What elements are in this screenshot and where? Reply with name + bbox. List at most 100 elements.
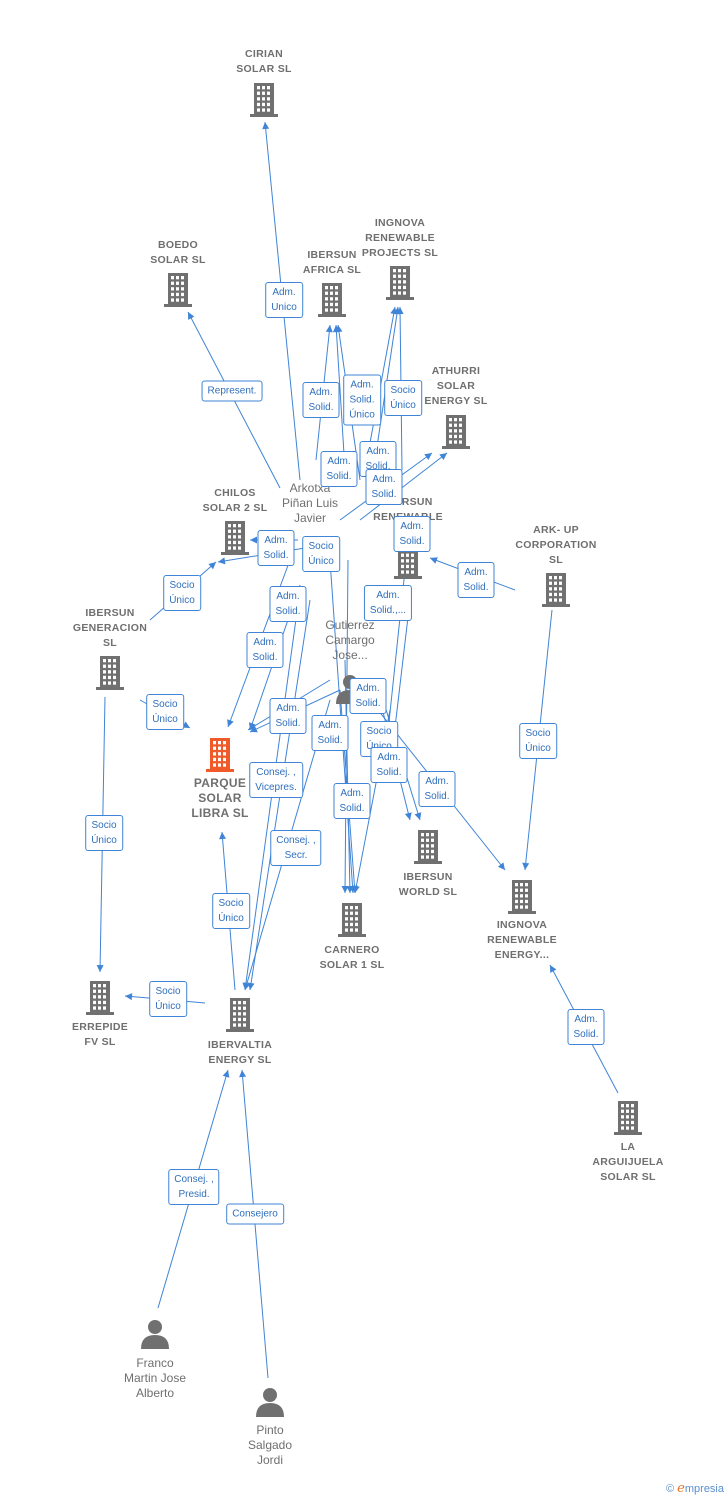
- edge-role-label[interactable]: Adm. Solid.: [269, 698, 307, 734]
- edge-role-label[interactable]: Consej. , Vicepres.: [249, 762, 303, 798]
- edge-arrowhead: [96, 964, 104, 972]
- edge-arrowhead: [247, 982, 255, 990]
- company-icon[interactable]: [250, 83, 278, 117]
- edge-role-label[interactable]: Adm. Solid.: [567, 1009, 605, 1045]
- edge-arrowhead: [439, 453, 447, 461]
- edge-arrowhead: [352, 885, 360, 893]
- edge-role-label[interactable]: Represent.: [201, 380, 263, 402]
- node-label-gutierrez[interactable]: Gutierrez Camargo Jose...: [325, 618, 375, 662]
- node-label-carnero[interactable]: CARNERO SOLAR 1 SL: [319, 944, 385, 971]
- edge-arrowhead: [239, 1070, 247, 1078]
- edge-role-label[interactable]: Adm. Solid.: [311, 715, 349, 751]
- edge-role-label[interactable]: Consej. , Presid.: [168, 1169, 220, 1205]
- company-icon[interactable]: [96, 656, 124, 690]
- edge-arrowhead: [227, 719, 234, 727]
- node-label-ibersun-world[interactable]: IBERSUN WORLD SL: [398, 871, 458, 898]
- nodes: [86, 83, 642, 1417]
- company-icon[interactable]: [542, 573, 570, 607]
- company-icon[interactable]: [508, 880, 536, 914]
- person-icon[interactable]: [141, 1320, 169, 1349]
- edge-line: [335, 324, 346, 471]
- edge-role-label[interactable]: Consejero: [226, 1203, 284, 1225]
- edge-arrowhead: [182, 721, 190, 728]
- edge-role-label[interactable]: Adm. Solid.: [349, 678, 387, 714]
- node-label-arkotxa[interactable]: Arkotxa Piñan Luis Javier: [281, 481, 339, 525]
- edge-role-label[interactable]: Adm. Solid.: [320, 451, 358, 487]
- node-label-ingnova-energy[interactable]: INGNOVA RENEWABLE ENERGY...: [487, 919, 557, 961]
- footer-brand: © empresia: [666, 1481, 724, 1496]
- edge-arrowhead: [550, 965, 557, 973]
- brand-initial: e: [677, 1481, 685, 1496]
- node-label-athurri[interactable]: ATHURRI SOLAR ENERGY SL: [424, 365, 488, 407]
- company-icon[interactable]: [318, 283, 346, 317]
- company-icon[interactable]: [614, 1101, 642, 1135]
- edge-role-label[interactable]: Socio Único: [149, 981, 187, 1017]
- company-icon[interactable]: [338, 903, 366, 937]
- edge-role-label[interactable]: Adm. Solid.: [393, 516, 431, 552]
- person-icon[interactable]: [256, 1388, 284, 1417]
- brand-name: mpresia: [684, 1483, 724, 1495]
- edge-role-label[interactable]: Adm. Solid.: [370, 747, 408, 783]
- edge-role-label[interactable]: Adm. Solid.,...: [363, 585, 413, 621]
- edge-arrowhead: [219, 832, 227, 840]
- edge-arrowhead: [497, 862, 505, 870]
- edge-role-label[interactable]: Adm. Solid.: [269, 586, 307, 622]
- edge-role-label[interactable]: Socio Único: [163, 575, 201, 611]
- edge-role-label[interactable]: Socio Único: [212, 893, 250, 929]
- edge-arrowhead: [188, 312, 195, 320]
- edge-arrowhead: [243, 982, 251, 990]
- node-label-ibersun-generacion[interactable]: IBERSUN GENERACION SL: [72, 607, 148, 649]
- edge-arrowhead: [424, 453, 432, 460]
- node-label-errepide[interactable]: ERREPIDE FV SL: [71, 1021, 129, 1048]
- edge-arrowhead: [341, 885, 349, 893]
- edge-role-label[interactable]: Consej. , Secr.: [270, 830, 322, 866]
- edge-arrowhead: [404, 812, 412, 820]
- edge-role-label[interactable]: Adm. Solid. Único: [343, 374, 381, 426]
- edge-arrowhead: [250, 536, 257, 544]
- edge-role-label[interactable]: Adm. Solid.: [457, 562, 495, 598]
- edge-role-label[interactable]: Adm. Solid.: [418, 771, 456, 807]
- edge-role-label[interactable]: Socio Único: [85, 815, 123, 851]
- edge-role-label[interactable]: Adm. Solid.: [365, 469, 403, 505]
- company-icon[interactable]: [164, 273, 192, 307]
- node-label-ibervaltia[interactable]: IBERVALTIA ENERGY SL: [207, 1039, 273, 1066]
- edge-arrowhead: [414, 812, 422, 820]
- node-label-ibersun-africa[interactable]: IBERSUN AFRICA SL: [302, 249, 362, 276]
- node-label-pinto[interactable]: Pinto Salgado Jordi: [247, 1423, 293, 1467]
- edge-role-label[interactable]: Socio Único: [146, 694, 184, 730]
- edge-arrowhead: [250, 725, 258, 733]
- company-icon[interactable]: [386, 266, 414, 300]
- node-label-arguijuela[interactable]: LA ARGUIJUELA SOLAR SL: [592, 1141, 664, 1183]
- edge-role-label[interactable]: Socio Único: [519, 723, 557, 759]
- company-icon[interactable]: [221, 521, 249, 555]
- edge-role-label[interactable]: Adm. Solid.: [302, 382, 340, 418]
- company-icon[interactable]: [414, 830, 442, 864]
- edge-arrowhead: [208, 562, 216, 570]
- company-icon[interactable]: [226, 998, 254, 1032]
- edge-arrowhead: [262, 122, 270, 130]
- edge-arrowhead: [430, 557, 438, 564]
- edge-role-label[interactable]: Adm. Solid.: [333, 783, 371, 819]
- edge-arrowhead: [396, 307, 404, 315]
- edge-arrowhead: [125, 993, 133, 1001]
- node-label-chilos[interactable]: CHILOS SOLAR 2 SL: [202, 487, 268, 514]
- node-label-parque[interactable]: PARQUE SOLAR LIBRA SL: [191, 776, 249, 820]
- node-label-arkup[interactable]: ARK- UP CORPORATION SL: [515, 524, 597, 566]
- focus-company-icon[interactable]: [206, 738, 234, 772]
- node-label-cirian[interactable]: CIRIAN SOLAR SL: [236, 48, 292, 75]
- edge-role-label[interactable]: Adm. Unico: [265, 282, 303, 318]
- node-label-franco[interactable]: Franco Martin Jose Alberto: [123, 1356, 187, 1400]
- edge-role-label[interactable]: Adm. Solid.: [257, 530, 295, 566]
- edge-arrowhead: [346, 885, 354, 893]
- company-icon[interactable]: [86, 981, 114, 1015]
- node-label-ingnova-projects[interactable]: INGNOVA RENEWABLE PROJECTS SL: [361, 217, 439, 259]
- edge-line: [359, 452, 448, 521]
- node-label-boedo[interactable]: BOEDO SOLAR SL: [150, 239, 206, 266]
- edge-arrowhead: [335, 325, 343, 333]
- edge-role-label[interactable]: Socio Único: [384, 380, 422, 416]
- edge-role-label[interactable]: Adm. Solid.: [246, 632, 284, 668]
- company-icon[interactable]: [442, 415, 470, 449]
- edge-role-label[interactable]: Socio Único: [302, 536, 340, 572]
- copyright-symbol: ©: [666, 1483, 675, 1495]
- company-icon[interactable]: [394, 545, 422, 579]
